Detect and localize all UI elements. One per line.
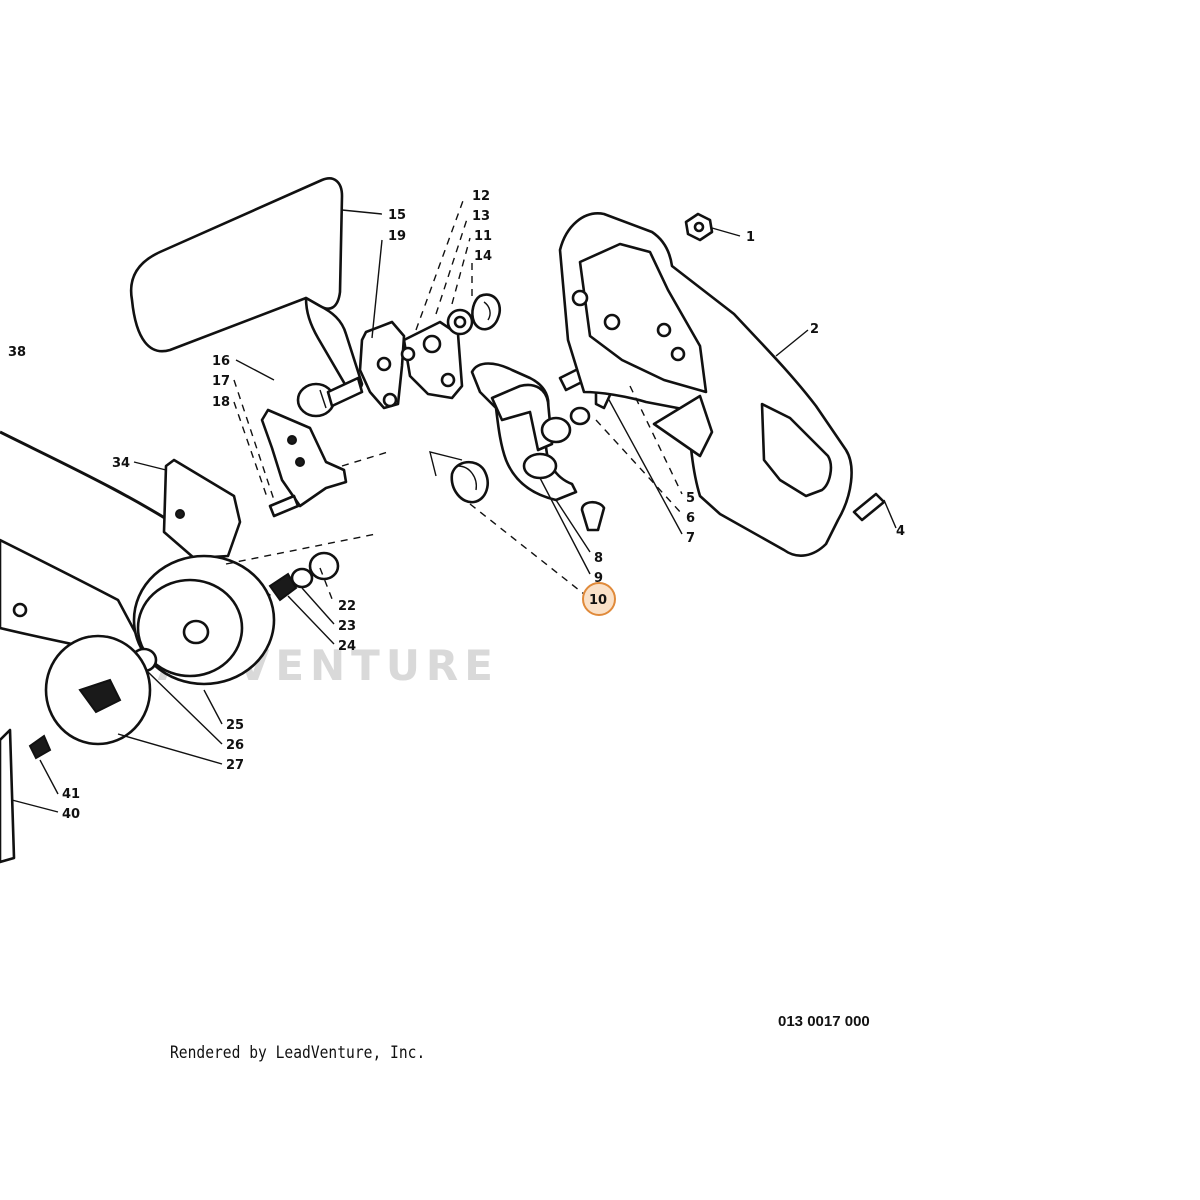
callout-1[interactable]: 1 xyxy=(746,230,755,245)
coil-spring xyxy=(471,293,501,331)
pivot-slot xyxy=(319,389,327,409)
pivot-shaft xyxy=(326,376,364,408)
washer-hole xyxy=(453,315,467,329)
spring-tail xyxy=(429,451,463,477)
bracket-hole xyxy=(295,457,305,467)
hand-guard-arm xyxy=(304,296,364,392)
callout-40[interactable]: 40 xyxy=(62,807,80,822)
callout-23[interactable]: 23 xyxy=(338,619,356,634)
callout-18[interactable]: 18 xyxy=(212,395,230,410)
render-credit: Rendered by LeadVenture, Inc. xyxy=(170,1043,426,1063)
cover-detail xyxy=(656,322,672,338)
torsion-spring xyxy=(450,460,489,504)
cover-window xyxy=(760,402,833,498)
callout-17[interactable]: 17 xyxy=(212,374,230,389)
callout-7[interactable]: 7 xyxy=(686,531,695,546)
callout-41[interactable]: 41 xyxy=(62,787,80,802)
callout-34[interactable]: 34 xyxy=(112,456,130,471)
callout-19[interactable]: 19 xyxy=(388,229,406,244)
lever-hole xyxy=(382,392,398,408)
screw xyxy=(28,734,52,760)
cover-plate xyxy=(162,458,242,560)
washer xyxy=(290,567,314,589)
plate-hole xyxy=(175,509,185,519)
callout-4[interactable]: 4 xyxy=(896,524,905,539)
linkage-hole xyxy=(440,372,456,388)
callout-12[interactable]: 12 xyxy=(472,189,490,204)
spring-coil-line xyxy=(457,465,477,491)
screw xyxy=(268,494,300,518)
callout-25[interactable]: 25 xyxy=(226,718,244,733)
callout-6[interactable]: 6 xyxy=(686,511,695,526)
clutch-hub xyxy=(78,678,122,714)
lever-hole xyxy=(376,356,392,372)
pivot-knob xyxy=(296,382,336,418)
callout-10[interactable]: 10 xyxy=(589,593,607,608)
bar-hole xyxy=(12,602,28,618)
spring-coil-line xyxy=(483,301,491,321)
hand-guard xyxy=(129,177,344,353)
linkage-hole xyxy=(400,346,416,362)
cover-block xyxy=(652,394,714,458)
callout-9[interactable]: 9 xyxy=(594,571,603,586)
leader-lines xyxy=(11,197,897,813)
brake-spring-coil xyxy=(522,452,558,480)
cover-detail xyxy=(603,313,621,331)
callout-38[interactable]: 38 xyxy=(8,345,26,360)
callout-26[interactable]: 26 xyxy=(226,738,244,753)
drawing-number: 013 0017 000 xyxy=(778,1013,870,1030)
bracket-hole xyxy=(287,435,297,445)
brake-lever xyxy=(490,383,554,452)
callout-16[interactable]: 16 xyxy=(212,354,230,369)
highlight-marker-10[interactable] xyxy=(582,582,616,616)
shoulder-bolt xyxy=(580,500,606,532)
lower-plate xyxy=(0,728,16,864)
callout-14[interactable]: 14 xyxy=(474,249,492,264)
callout-11[interactable]: 11 xyxy=(474,229,492,244)
callout-24[interactable]: 24 xyxy=(338,639,356,654)
callout-22[interactable]: 22 xyxy=(338,599,356,614)
drum-hub xyxy=(182,619,210,645)
screw xyxy=(852,492,886,522)
needle-bearing xyxy=(268,572,298,602)
linkage-hole xyxy=(422,334,442,354)
cover-detail xyxy=(670,346,686,362)
nut-hole xyxy=(693,221,705,233)
washer xyxy=(569,406,591,426)
cover-detail xyxy=(571,289,589,307)
callout-15[interactable]: 15 xyxy=(388,208,406,223)
callout-labels: 1 2 4 5 6 7 8 9 10 11 12 13 14 15 16 17 … xyxy=(8,189,905,822)
brake-spring-coil xyxy=(540,416,572,444)
washer xyxy=(308,551,340,581)
bracket xyxy=(260,408,348,508)
callout-13[interactable]: 13 xyxy=(472,209,490,224)
callout-2[interactable]: 2 xyxy=(810,322,819,337)
callout-27[interactable]: 27 xyxy=(226,758,244,773)
callout-8[interactable]: 8 xyxy=(594,551,603,566)
callout-5[interactable]: 5 xyxy=(686,491,695,506)
